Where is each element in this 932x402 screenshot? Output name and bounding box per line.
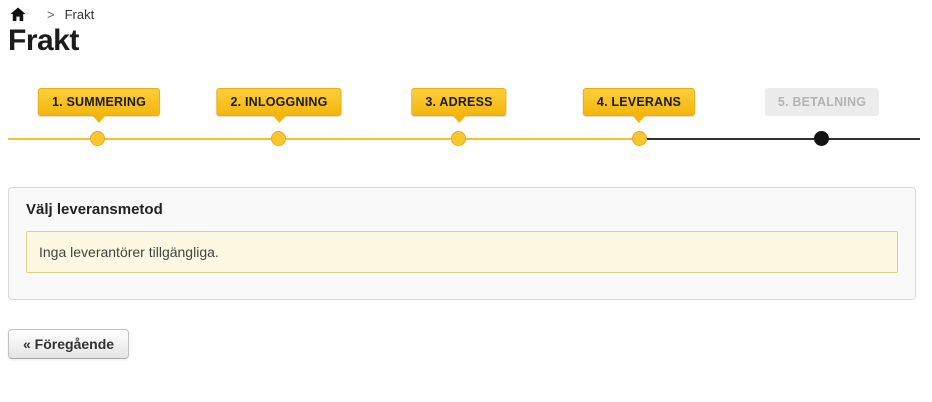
breadcrumb-current: Frakt [64,6,95,22]
checkout-step-tracker: 1. SUMMERING 2. INLOGGNING 3. ADRESS 4. … [0,0,932,160]
previous-button[interactable]: « Föregående [8,329,130,359]
step-dot-inloggning [271,131,286,146]
panel-heading: Välj leveransmetod [26,201,163,218]
breadcrumb-separator: > [47,6,55,22]
progress-line-completed [8,138,640,140]
step-dot-leverans [632,131,647,146]
breadcrumb: > Frakt [10,4,94,24]
delivery-method-panel: Välj leveransmetod Inga leverantörer til… [8,187,916,300]
no-carriers-alert: Inga leverantörer tillgängliga. [26,231,898,273]
step-inloggning[interactable]: 2. INLOGGNING [216,88,342,116]
step-adress[interactable]: 3. ADRESS [411,88,507,116]
page-title: Frakt [8,24,79,57]
step-leverans[interactable]: 4. LEVERANS [582,88,696,116]
step-summering[interactable]: 1. SUMMERING [37,88,161,116]
step-dot-summering [90,131,105,146]
step-dot-betalning [814,131,829,146]
home-icon[interactable] [10,7,26,22]
progress-line-remaining [640,138,920,140]
step-dot-adress [451,131,466,146]
step-betalning: 5. BETALNING [764,88,880,116]
